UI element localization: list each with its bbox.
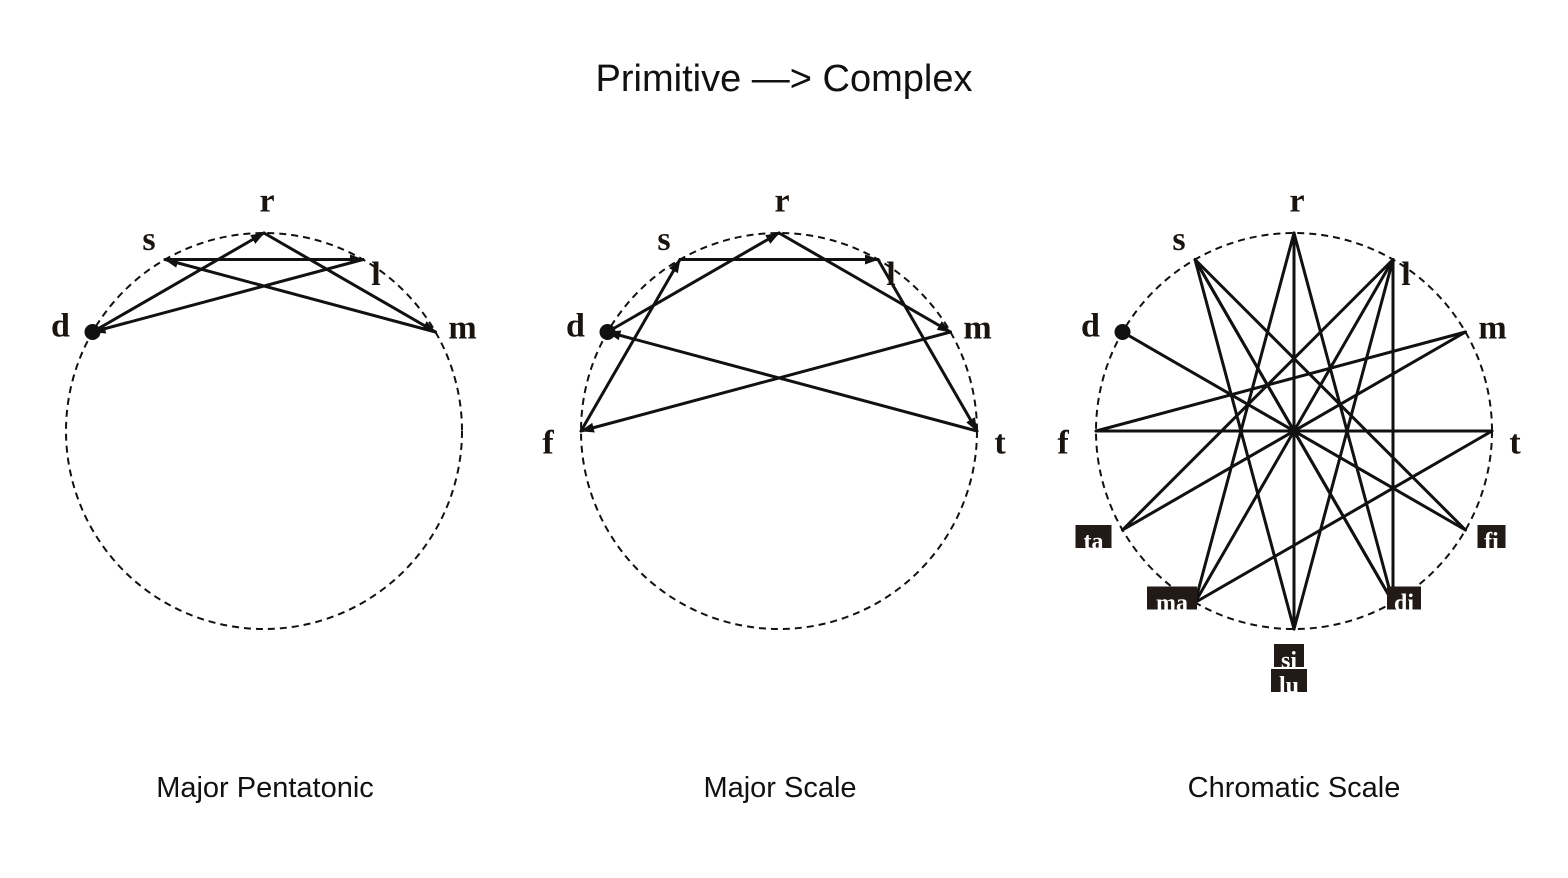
note-label-m: m xyxy=(448,310,476,347)
edge-f-m xyxy=(1094,330,1467,433)
label-box-fi xyxy=(1477,525,1506,548)
edge-m-f xyxy=(579,330,952,433)
caption-chromatic-scale: Chromatic Scale xyxy=(1187,772,1401,804)
start-dot xyxy=(1114,324,1131,340)
edge-f-s xyxy=(579,258,682,433)
label-box-ta xyxy=(1075,525,1112,548)
note-label-s: s xyxy=(1172,221,1185,258)
caption-major-scale: Major Scale xyxy=(703,772,857,804)
note-label-d: d xyxy=(1081,308,1100,345)
edge-di-r xyxy=(1292,231,1395,604)
label-box-ma xyxy=(1147,586,1197,610)
edge-l-t xyxy=(876,258,979,433)
note-label-l: l xyxy=(371,256,380,293)
note-label-l: l xyxy=(1401,256,1410,293)
edge-s-si xyxy=(1193,258,1296,631)
note-label-f: f xyxy=(1057,425,1069,462)
start-dot xyxy=(84,324,101,340)
dashed-circle xyxy=(65,232,463,630)
dashed-circle xyxy=(580,232,978,630)
edge-r-m xyxy=(777,231,952,334)
diagram-0: r s l d m xyxy=(51,183,477,630)
note-label-f: f xyxy=(542,425,554,462)
edge-d-r xyxy=(91,231,266,334)
edge-ta-l xyxy=(1121,258,1395,532)
caption-major-pentatonic: Major Pentatonic xyxy=(156,772,374,804)
edge-m-s xyxy=(163,258,437,334)
note-label-s: s xyxy=(142,221,155,258)
edge-fi-s xyxy=(1193,258,1467,532)
page-title: Primitive —> Complex xyxy=(595,58,973,100)
note-label-m: m xyxy=(1478,310,1506,347)
diagram-1: r s l d m f t xyxy=(542,183,1006,630)
note-label-di: di xyxy=(1394,591,1414,617)
edge-d-r xyxy=(606,231,781,334)
edge-l-d xyxy=(91,258,365,334)
label-box-si xyxy=(1274,644,1304,667)
start-dot xyxy=(599,324,616,340)
note-label-d: d xyxy=(51,308,70,345)
note-label-r: r xyxy=(774,183,789,220)
note-label-lu: lu xyxy=(1279,673,1299,699)
note-label-si: si xyxy=(1281,648,1297,674)
label-box-lu xyxy=(1271,669,1307,692)
label-box-di xyxy=(1387,586,1421,610)
edge-t-d xyxy=(606,330,979,433)
note-label-r: r xyxy=(259,183,274,220)
note-label-l: l xyxy=(886,256,895,293)
edge-si-l xyxy=(1292,258,1395,631)
note-label-s: s xyxy=(657,221,670,258)
note-label-m: m xyxy=(963,310,991,347)
note-label-t: t xyxy=(994,425,1006,462)
note-label-t: t xyxy=(1509,425,1521,462)
edge-r-m xyxy=(262,231,437,334)
note-label-fi: fi xyxy=(1484,529,1499,555)
note-label-ta: ta xyxy=(1084,529,1104,555)
edge-r-ma xyxy=(1193,231,1296,604)
note-label-r: r xyxy=(1289,183,1304,220)
note-label-ma: ma xyxy=(1156,591,1188,617)
note-label-d: d xyxy=(566,308,585,345)
